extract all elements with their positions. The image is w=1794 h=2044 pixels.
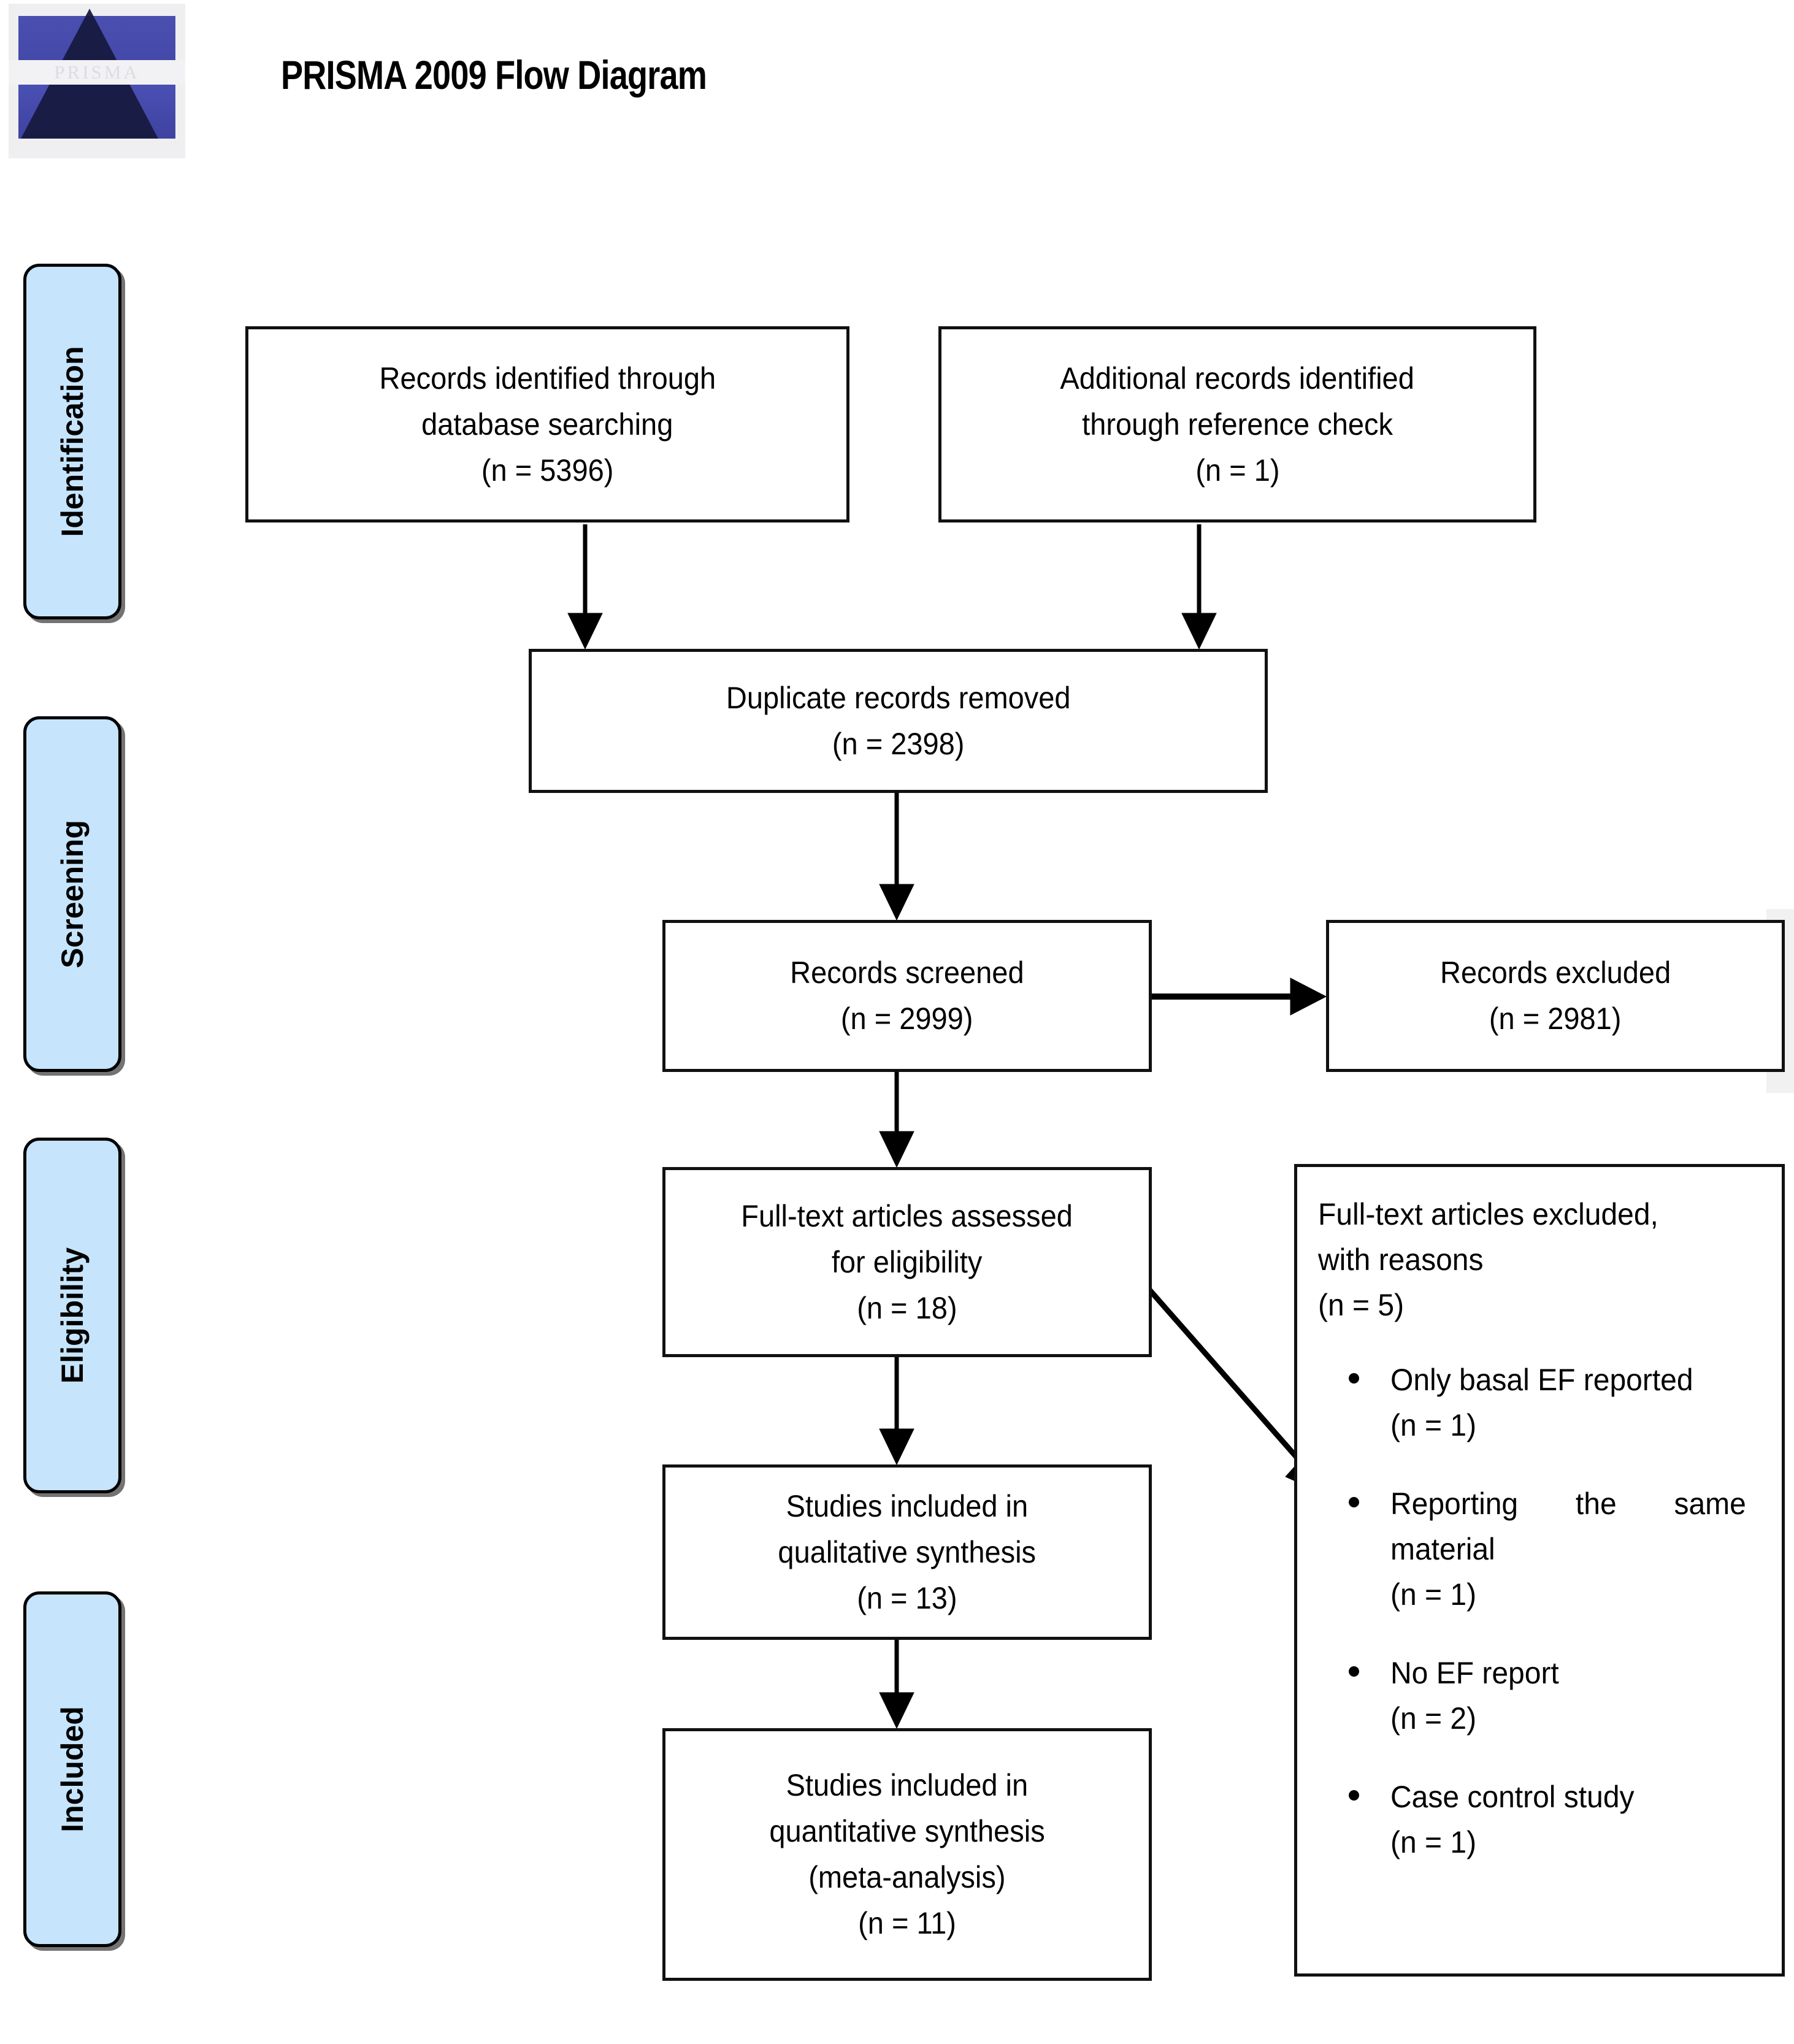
prisma-logo: PRISMA (9, 4, 185, 158)
stage-pill-included: Included (23, 1591, 121, 1947)
box-additional-records-reference: Additional records identified through re… (938, 326, 1536, 522)
fulltext-excluded-heading: Full-text articles excluded, with reason… (1318, 1192, 1743, 1328)
box-qualitative-synthesis: Studies included in qualitative synthesi… (662, 1464, 1152, 1640)
bullet-icon (1349, 1497, 1359, 1507)
box-records-screened: Records screened (n = 2999) (662, 920, 1152, 1072)
bullet-icon (1349, 1790, 1359, 1801)
reason-count: (n = 1) (1390, 1577, 1477, 1612)
logo-wordmark: PRISMA (54, 61, 140, 83)
box-count: (n = 2999) (841, 1001, 973, 1036)
reason-count: (n = 1) (1390, 1408, 1477, 1442)
box-line: Records identified through (379, 361, 716, 396)
box-count: (n = 2398) (832, 726, 965, 761)
reason-text: Only basal EF reported (1390, 1363, 1693, 1397)
reason-text: Case control study (1390, 1780, 1635, 1814)
box-count: (n = 13) (857, 1580, 957, 1615)
box-line: Full-text articles assessed (741, 1198, 1073, 1233)
box-line: Records excluded (1439, 955, 1671, 990)
box-fulltext-assessed: Full-text articles assessed for eligibil… (662, 1167, 1152, 1357)
page-title: PRISMA 2009 Flow Diagram (281, 52, 707, 98)
list-item: Case control study (n = 1) (1349, 1774, 1761, 1865)
box-fulltext-excluded: Full-text articles excluded, with reason… (1294, 1164, 1785, 1977)
list-item: Reporting the same material (n = 1) (1349, 1481, 1761, 1617)
box-count: (n = 1) (1195, 453, 1280, 488)
stage-pill-identification: Identification (23, 264, 121, 619)
box-line: Studies included in (786, 1488, 1029, 1523)
box-line: Additional records identified (1060, 361, 1415, 396)
bullet-icon (1349, 1373, 1359, 1384)
list-item: Only basal EF reported (n = 1) (1349, 1357, 1761, 1448)
bullet-icon (1349, 1666, 1359, 1677)
box-line: quantitative synthesis (769, 1814, 1045, 1848)
box-count: (n = 11) (858, 1906, 956, 1940)
box-line: qualitative synthesis (778, 1534, 1037, 1569)
box-line: (meta-analysis) (808, 1860, 1006, 1894)
box-line: for eligibility (832, 1244, 983, 1279)
box-records-identified-database: Records identified through database sear… (245, 326, 849, 522)
reason-text: No EF report (1390, 1656, 1559, 1690)
reason-count: (n = 2) (1390, 1701, 1477, 1736)
fulltext-excluded-count: (n = 5) (1318, 1288, 1405, 1322)
stage-pill-eligibility: Eligibility (23, 1138, 121, 1493)
fulltext-excluded-line2: with reasons (1318, 1242, 1484, 1277)
logo-band (9, 60, 185, 85)
box-duplicate-records-removed: Duplicate records removed (n = 2398) (529, 649, 1268, 793)
reason-count: (n = 1) (1390, 1825, 1477, 1859)
box-count: (n = 2981) (1489, 1001, 1622, 1036)
box-line: Studies included in (786, 1768, 1029, 1802)
box-count: (n = 5396) (481, 453, 614, 488)
box-count: (n = 18) (857, 1290, 957, 1325)
box-quantitative-synthesis: Studies included in quantitative synthes… (662, 1728, 1152, 1981)
box-line: Records screened (790, 955, 1024, 990)
box-line: database searching (421, 407, 673, 442)
reason-text: Reporting the same material (1390, 1487, 1746, 1566)
box-line: through reference check (1082, 407, 1393, 442)
exclusion-reason-list: Only basal EF reported (n = 1) Reporting… (1318, 1357, 1761, 1865)
fulltext-excluded-line1: Full-text articles excluded, (1318, 1197, 1658, 1231)
list-item: No EF report (n = 2) (1349, 1650, 1761, 1741)
box-records-excluded: Records excluded (n = 2981) (1326, 920, 1785, 1072)
box-line: Duplicate records removed (726, 680, 1071, 715)
stage-pill-screening: Screening (23, 716, 121, 1072)
